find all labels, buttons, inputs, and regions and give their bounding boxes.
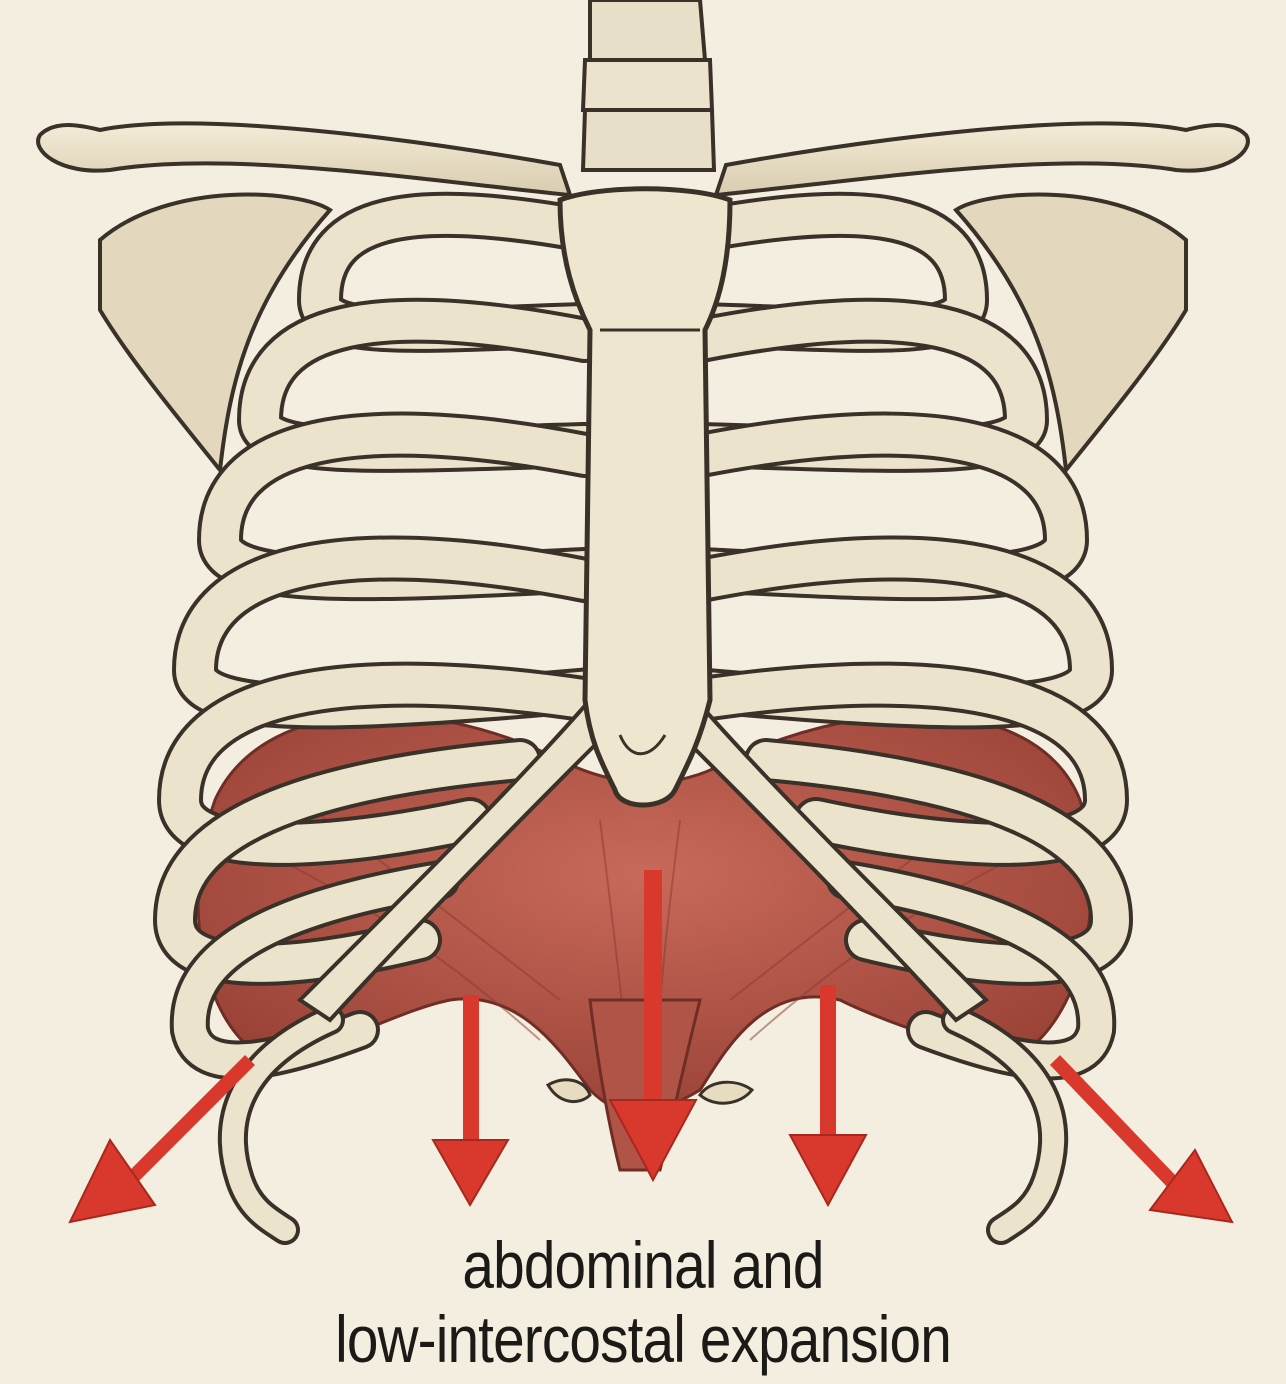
clavicle-left (38, 123, 570, 195)
caption-line-1: abdominal and (90, 1228, 1196, 1302)
cervical-spine (583, 0, 714, 170)
sternum (560, 189, 730, 805)
arrow-down-right (790, 985, 866, 1205)
clavicle-right (716, 123, 1248, 195)
arrow-lateral-right (1055, 1060, 1232, 1222)
arrow-down-left (433, 995, 508, 1205)
caption: abdominal and low-intercostal expansion (90, 1228, 1196, 1376)
caption-line-2: low-intercostal expansion (90, 1302, 1196, 1376)
